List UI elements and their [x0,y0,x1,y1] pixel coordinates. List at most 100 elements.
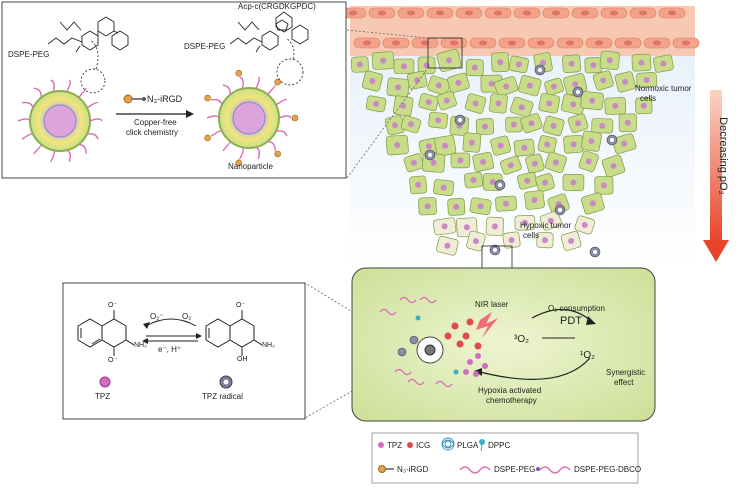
tumor-cells [351,48,674,258]
legend-dspe-peg-dbco-label: DSPE-PEG-DBCO [574,465,642,474]
cell-nucleus [521,144,528,151]
mechanism-panel-bg [351,267,656,422]
cell-nucleus [495,100,502,107]
vessel-nucleus [595,40,603,46]
po2-gradient-arrow [703,90,729,262]
tpz-o-top-left: O⁻ [108,302,118,309]
tpz-particle [475,353,481,359]
dspe-peg-right-label: DSPE-PEG [184,42,226,51]
cell-nucleus [570,141,577,148]
icg-particle [456,340,464,348]
cell-nucleus [400,63,407,70]
tpz-particle [463,369,469,375]
cell-nucleus [425,99,432,106]
cell-nucleus [424,203,431,210]
cell-nucleus [491,223,498,230]
cell-nucleus [589,97,596,104]
peg-chain [222,84,231,95]
cell-nucleus [531,160,538,167]
cell-nucleus [550,122,557,129]
cell-nucleus [531,197,538,204]
legend-tpz-icon [378,442,384,448]
cell-nucleus [640,102,647,109]
cell-nucleus [472,100,479,107]
irgd-bead [274,78,281,86]
cell-nucleus [610,163,617,170]
cell-nucleus [435,117,442,124]
cell-nucleus [638,59,645,66]
cell-nucleus [425,143,432,150]
peg-chain [17,118,31,122]
po2-gradient-label: Decreasing pO₂ [716,117,729,195]
cell-nucleus [544,141,551,148]
tumor-nanoparticle-core [458,118,462,122]
mechanism-drawings [416,308,596,380]
legend-plga-icon [441,437,455,451]
normoxic-label-1: Normoxic tumor [635,84,692,93]
zoom-circle-left [80,68,106,94]
cell-nucleus [540,59,547,66]
vessel-nucleus [639,10,647,16]
tumor-nanoparticle-core [576,90,580,94]
peg-chain [255,146,260,160]
icg-particle [462,332,470,340]
cell-nucleus [470,177,477,184]
legend-dspe-peg-icon [459,466,491,474]
cell-nucleus [457,157,464,164]
irgd-bead [274,150,281,158]
mech-nanoparticle [409,335,419,345]
icg-particle [451,322,459,330]
peg-chain [239,76,244,89]
cell-nucleus [471,64,478,71]
cell-nucleus [546,100,553,107]
tpz-structure-right [205,310,263,356]
zoom-circle-right [276,58,304,86]
cell-nucleus [394,142,401,149]
peg-chain [86,101,99,109]
cell-nucleus [369,78,376,85]
synergy-line2: effect [614,378,634,387]
cell-nucleus [444,242,451,249]
cell-nucleus [585,158,592,165]
peg-chain [278,115,292,119]
cell-nucleus [660,60,667,67]
cell-nucleus [468,139,475,146]
cell-nucleus [472,238,479,245]
legend-bg [371,432,639,484]
cell-nucleus [568,237,575,244]
peg-chain [86,133,99,140]
vessel-nucleus [407,10,415,16]
cell-nucleus [612,103,619,110]
cell-nucleus [477,203,484,210]
cell-nucleus [446,57,453,64]
peg-chain [78,87,87,99]
tpz-radical-dot [219,375,233,389]
cell-nucleus [373,100,380,107]
reaction-line1: Copper-free [134,118,177,127]
mech-nanoparticle [397,347,407,357]
tpz-o-bottom-left: O⁻ [108,357,118,364]
cell-nucleus [600,182,607,189]
blood-vessel [339,6,700,56]
vessel-nucleus [349,10,357,16]
cell-nucleus [503,83,510,90]
peg-chain [239,146,244,160]
vessel-nucleus [653,40,661,46]
acp-peptide-label: Acp-c(CRGDKGPDC) [238,2,316,11]
irgd-bead [204,94,211,102]
legend-dspe-peg-label: DSPE-PEG [494,465,536,474]
cell-nucleus [624,119,631,126]
cell-nucleus [430,159,437,166]
cell-nucleus [489,179,496,186]
vessel-nucleus [552,10,560,16]
cell-nucleus [572,81,579,88]
vessel-nucleus [610,10,618,16]
hypoxic-label-1: Hypoxic tumor [520,221,572,230]
peg-chain [78,143,87,154]
legend-irgd-label: N₃-iRGD [397,465,429,474]
cell-nucleus [518,104,525,111]
legend-plga-label: PLGA [457,441,479,450]
cell-nucleus [497,59,504,66]
nir-laser-label: NIR laser [475,300,509,309]
